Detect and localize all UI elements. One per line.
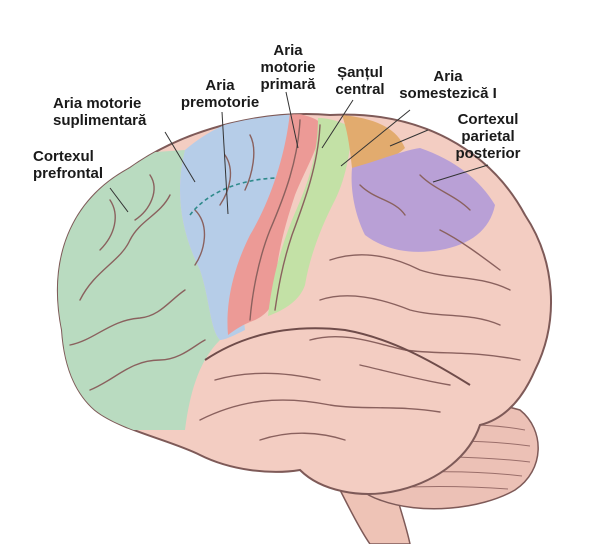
label-prefrontal-cortex: Cortexulprefrontal [33,148,103,182]
label-somatosensory-area: Ariasomestezică I [392,68,504,102]
label-posterior-parietal-cortex: Cortexulparietalposterior [446,111,530,162]
label-primary-motor-area: Ariamotorieprimară [248,42,328,93]
label-central-sulcus: Șanțulcentral [325,64,395,98]
label-supplementary-motor-area: Aria motoriesuplimentară [53,95,146,129]
